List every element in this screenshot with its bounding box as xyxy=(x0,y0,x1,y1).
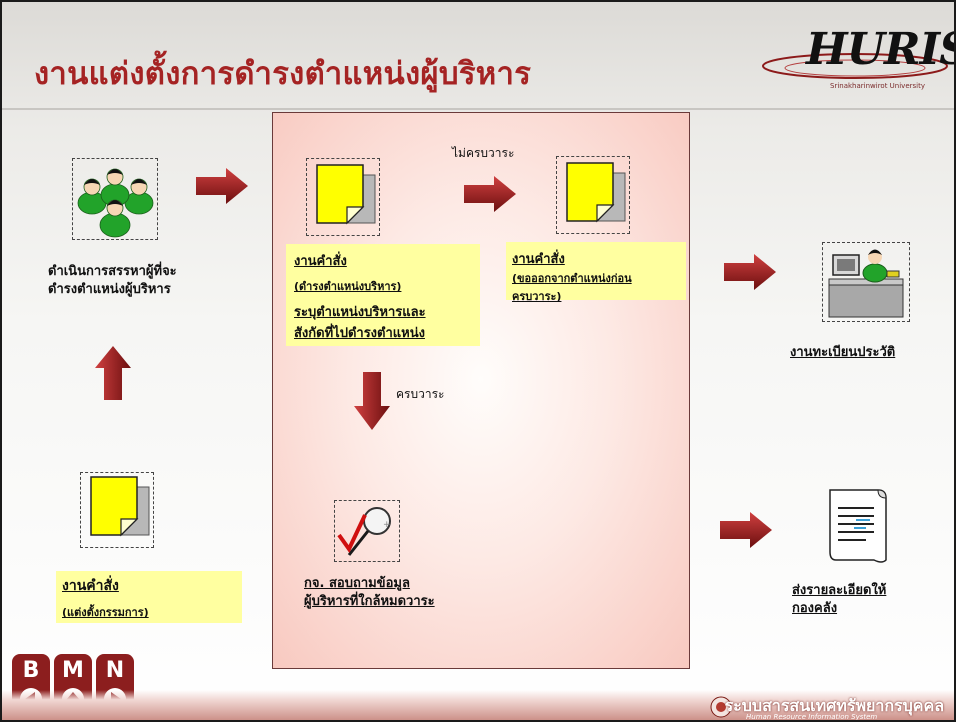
bmn-logo-m-letter: M xyxy=(62,658,84,683)
footer-system-name: ระบบสารสนเทศทรัพยากรบุคคล xyxy=(724,696,944,715)
finance-caption-line2: กองคลัง xyxy=(792,601,838,616)
order-box-early-leave-line1: งานคำสั่ง xyxy=(512,252,565,267)
order-box-executive-line2: (ดำรงตำแหน่งบริหาร) xyxy=(294,280,402,293)
order-box-executive-line1: งานคำสั่ง xyxy=(294,254,347,269)
bmn-logo-b-letter: B xyxy=(22,658,40,683)
document-icon xyxy=(556,156,630,234)
order-box-early-leave-line2: (ขอออกจากตำแหน่งก่อน xyxy=(512,272,632,285)
footer-system-subtitle: Human Resource Information System xyxy=(746,713,878,721)
registry-caption: งานทะเบียนประวัติ xyxy=(790,345,896,360)
footer-seal-icon xyxy=(710,696,732,722)
arrow-down-icon xyxy=(354,372,390,434)
arrow-right-icon xyxy=(724,254,776,294)
left-top-caption-line1: ดำเนินการสรรหาผู้ที่จะ xyxy=(48,264,177,279)
left-top-caption: ดำเนินการสรรหาผู้ที่จะ ดำรงตำแหน่งผู้บริ… xyxy=(48,263,248,299)
svg-text:+: + xyxy=(383,520,391,530)
order-box-early-leave: งานคำสั่ง (ขอออกจากตำแหน่งก่อน ครบวาระ) xyxy=(506,242,686,303)
title-divider xyxy=(0,108,956,110)
order-box-early-leave-line3: ครบวาระ) xyxy=(512,290,562,303)
center-bottom-caption-line1: กจ. สอบถามข้อมูล xyxy=(304,576,410,591)
huris-logo: HURIS Srinakharinwirot University xyxy=(760,10,956,110)
finance-caption-line1: ส่งรายละเอียดให้ xyxy=(792,583,887,598)
finance-caption: ส่งรายละเอียดให้ กองคลัง xyxy=(792,582,952,618)
center-bottom-caption-line2: ผู้บริหารที่ใกล้หมดวาระ xyxy=(304,594,435,609)
left-bottom-order-box: งานคำสั่ง (แต่งตั้งกรรมการ) xyxy=(56,571,242,623)
bmn-logo-n-letter: N xyxy=(105,658,125,683)
arrow-right-icon xyxy=(464,176,516,216)
left-bottom-order-line1: งานคำสั่ง xyxy=(62,578,119,594)
report-document-icon xyxy=(826,486,890,570)
left-bottom-order-line2: (แต่งตั้งกรรมการ) xyxy=(62,606,149,619)
order-box-executive-line3: ระบุตำแหน่งบริหารและ xyxy=(294,305,426,320)
arrow-right-icon xyxy=(720,512,772,552)
team-icon xyxy=(72,158,158,240)
footer-bar xyxy=(0,690,956,722)
office-worker-icon xyxy=(822,242,910,322)
arrow-right-icon xyxy=(196,168,248,208)
check-magnifier-icon: + xyxy=(334,500,400,562)
slide-title: งานแต่งตั้งการดำรงตำแหน่งผู้บริหาร xyxy=(34,56,532,92)
document-icon xyxy=(306,158,380,236)
full-term-label: ครบวาระ xyxy=(396,387,445,401)
huris-logo-subtext: Srinakharinwirot University xyxy=(830,82,925,90)
order-box-executive-line4: สังกัดที่ไปดำรงตำแหน่ง xyxy=(294,326,425,341)
center-bottom-caption: กจ. สอบถามข้อมูล ผู้บริหารที่ใกล้หมดวาระ xyxy=(304,575,504,611)
order-box-executive-position: งานคำสั่ง (ดำรงตำแหน่งบริหาร) ระบุตำแหน่… xyxy=(286,244,480,346)
not-full-term-label: ไม่ครบวาระ xyxy=(452,146,515,160)
left-top-caption-line2: ดำรงตำแหน่งผู้บริหาร xyxy=(48,282,171,297)
document-icon xyxy=(80,472,154,548)
huris-logo-text: HURIS xyxy=(806,24,956,75)
arrow-up-icon xyxy=(95,346,131,404)
